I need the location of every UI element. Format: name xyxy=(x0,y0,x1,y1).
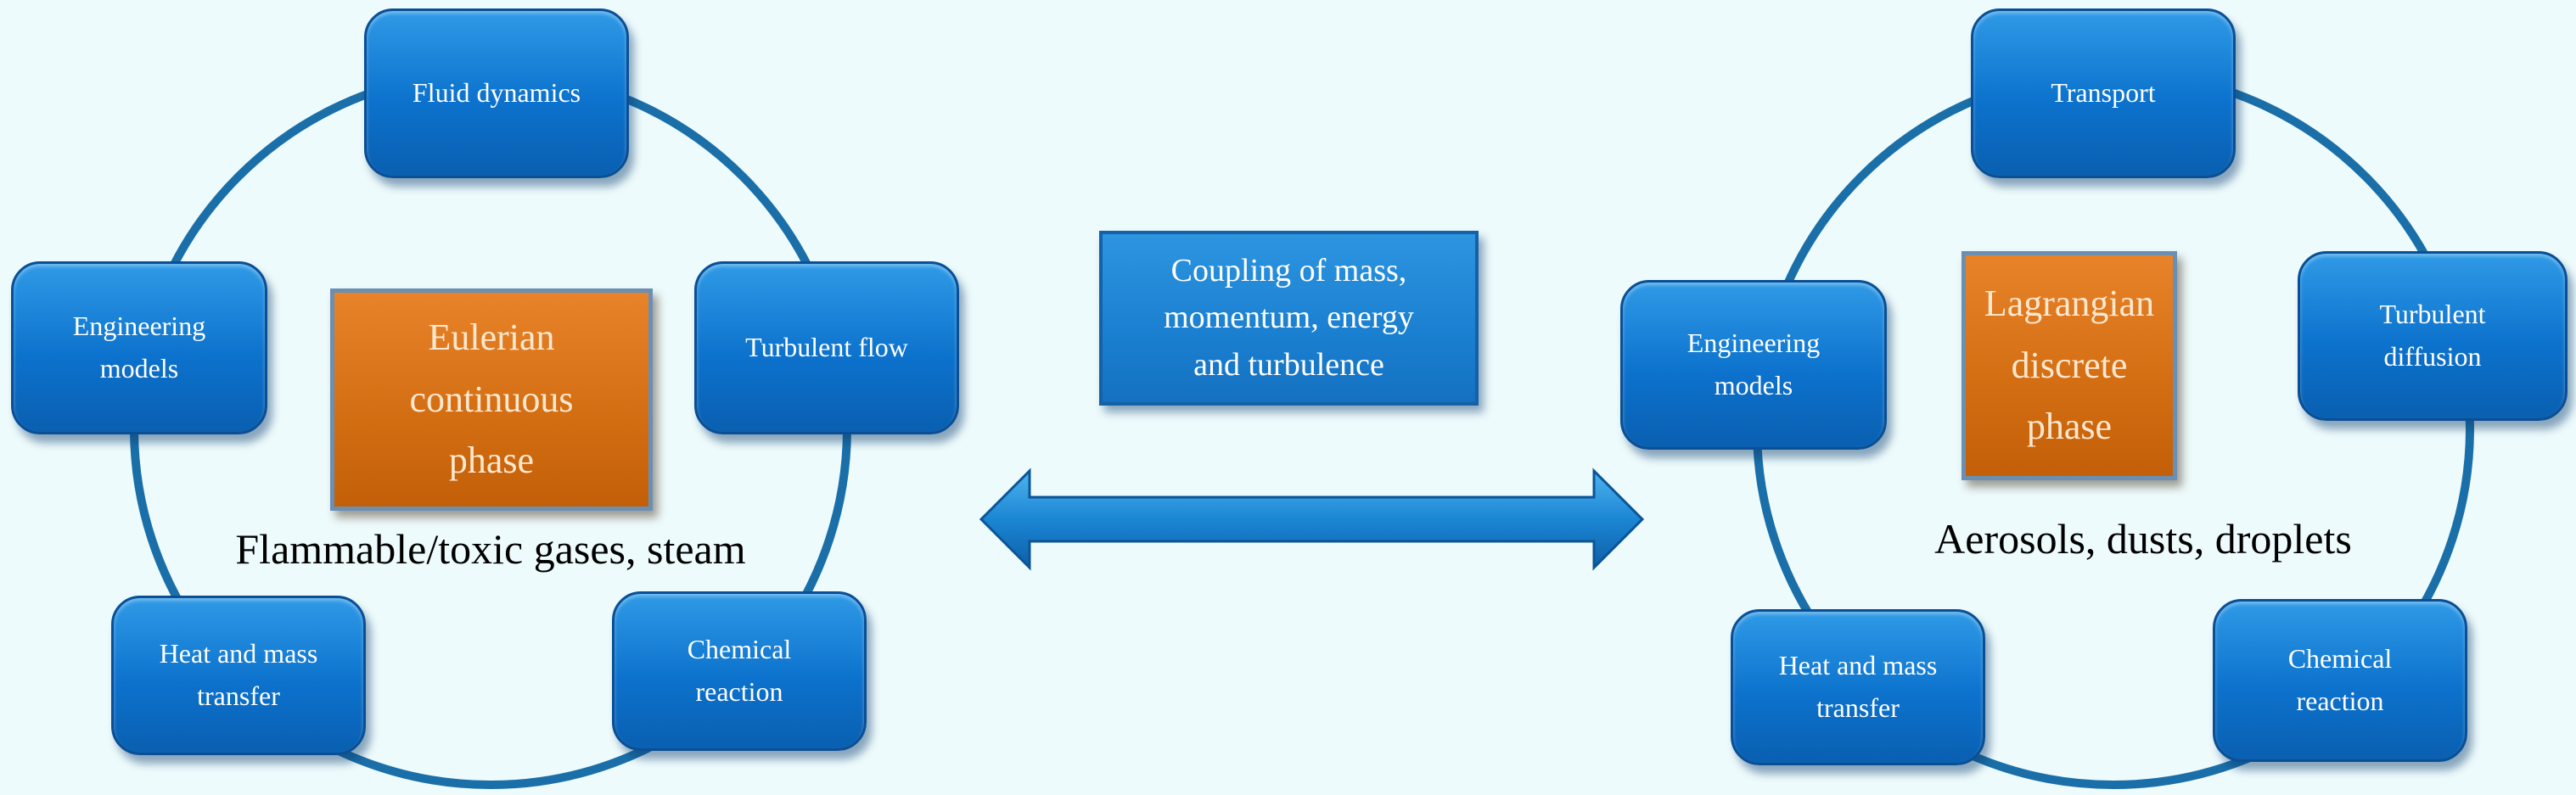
node-chemical-reaction: Chemical reaction xyxy=(612,591,867,751)
lagrangian-phase-box: Lagrangian discrete phase xyxy=(1961,251,2177,480)
node-engineering-models: Engineering models xyxy=(11,261,267,434)
node-turbulent-diffusion: Turbulent diffusion xyxy=(2298,251,2568,421)
node-heat-mass-transfer: Heat and mass transfer xyxy=(111,596,366,755)
node-heat-mass-transfer-right: Heat and mass transfer xyxy=(1731,609,1985,765)
node-engineering-models-right: Engineering models xyxy=(1620,280,1887,450)
right-caption: Aerosols, dusts, droplets xyxy=(1934,515,2352,563)
node-turbulent-flow: Turbulent flow xyxy=(694,261,959,434)
node-transport: Transport xyxy=(1971,8,2236,178)
node-fluid-dynamics: Fluid dynamics xyxy=(364,8,629,178)
coupling-box: Coupling of mass, momentum, energy and t… xyxy=(1099,231,1479,406)
eulerian-phase-box: Eulerian continuous phase xyxy=(330,288,653,511)
left-caption: Flammable/toxic gases, steam xyxy=(235,525,746,573)
double-arrow xyxy=(979,467,1645,571)
node-chemical-reaction-right: Chemical reaction xyxy=(2213,599,2467,762)
